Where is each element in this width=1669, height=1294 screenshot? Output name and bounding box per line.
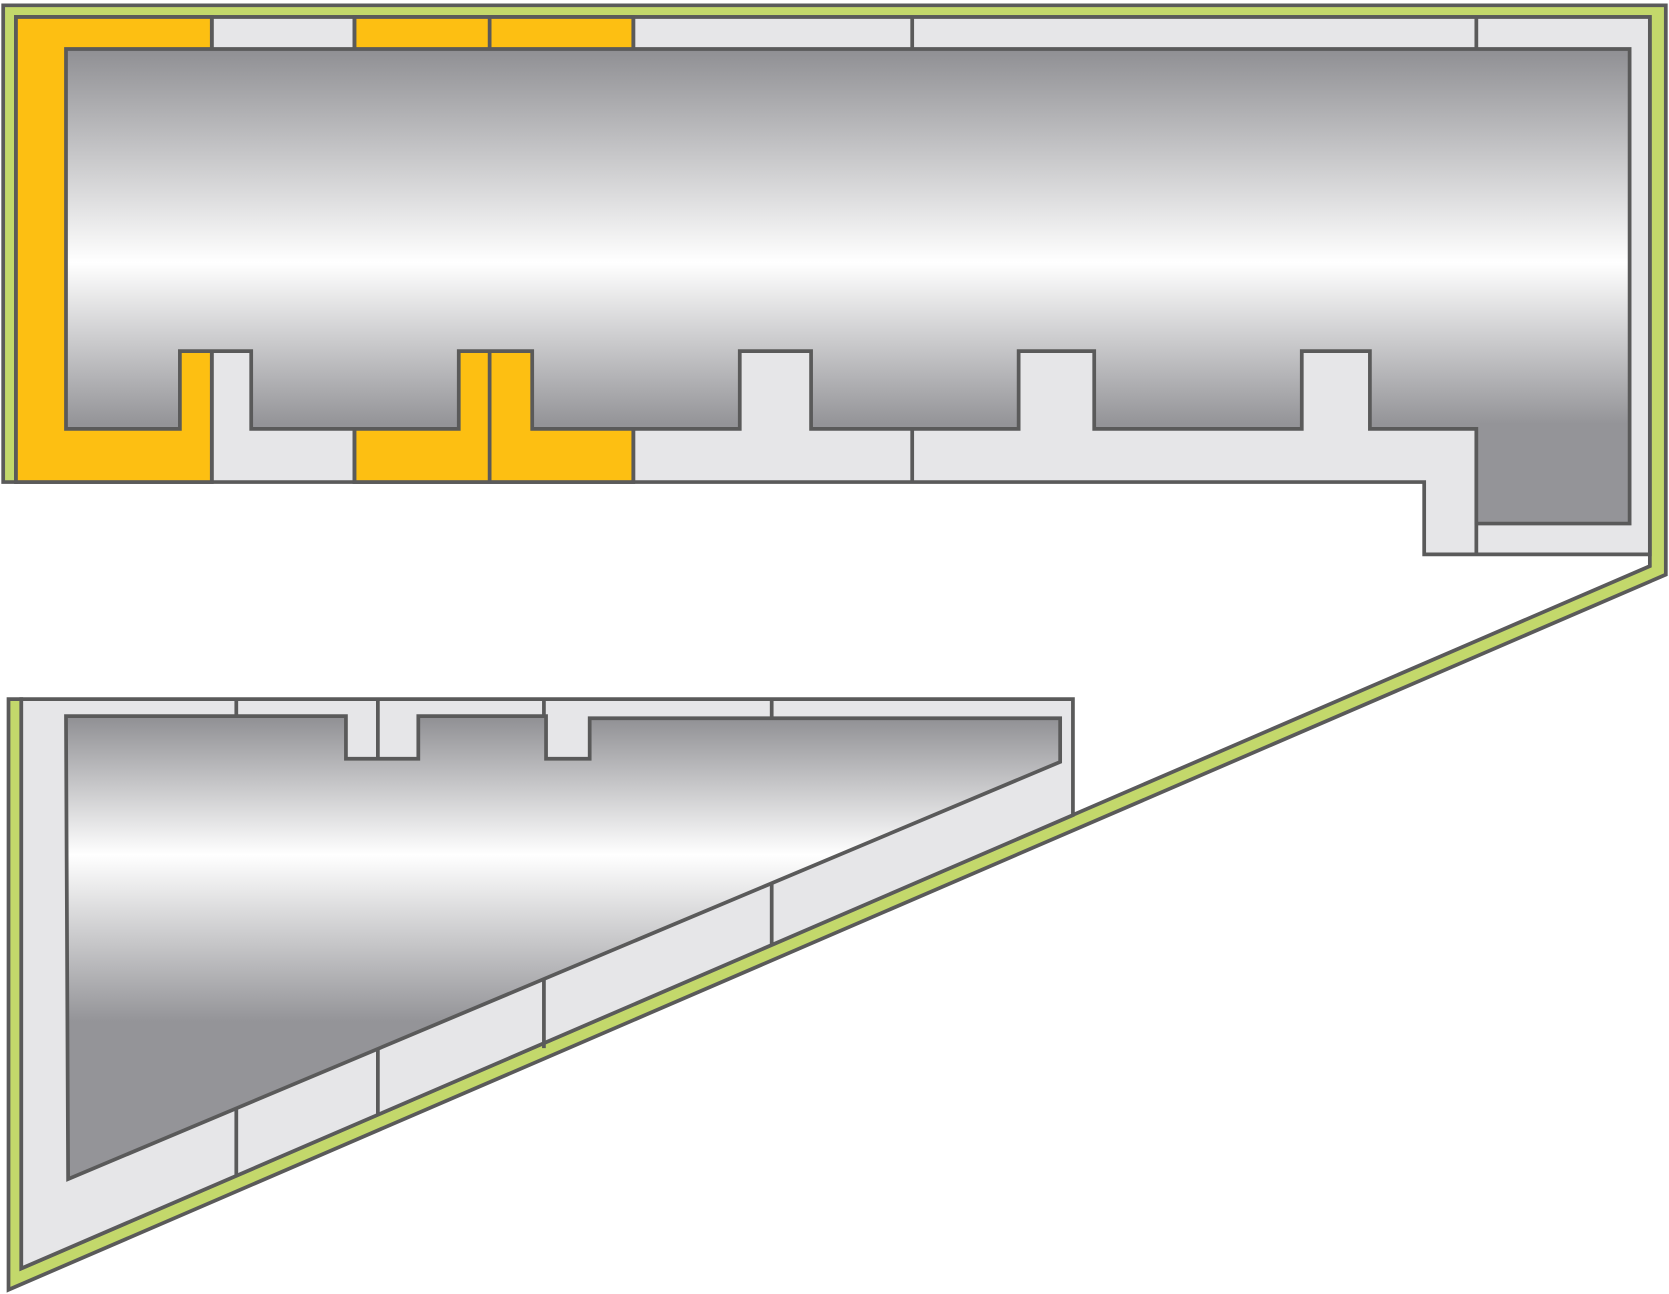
bottom-gradient-block [64, 714, 1063, 1182]
top-gradient-block [64, 47, 1632, 526]
